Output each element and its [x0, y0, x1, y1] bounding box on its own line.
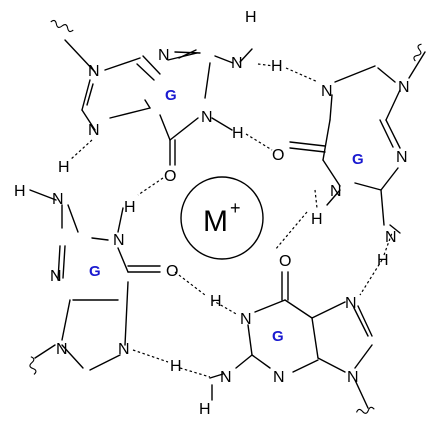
- metal-ion-circle: [180, 176, 264, 260]
- atom-h: H: [245, 9, 257, 26]
- atom-n: N: [220, 369, 232, 386]
- guanine-label: G: [165, 87, 177, 104]
- atom-h: H: [14, 183, 26, 200]
- atom-h: H: [199, 401, 211, 418]
- atom-h: H: [311, 211, 323, 228]
- atom-n: N: [240, 311, 252, 328]
- atom-h: H: [210, 293, 222, 310]
- guanine-label: G: [272, 328, 284, 345]
- atom-o: O: [279, 253, 291, 270]
- atom-n: N: [396, 149, 408, 166]
- atom-n: N: [345, 295, 357, 312]
- atom-n: N: [56, 341, 68, 358]
- atom-n: N: [118, 341, 130, 358]
- atom-h: H: [124, 199, 136, 216]
- atom-h: H: [170, 358, 182, 375]
- atom-h: H: [377, 252, 389, 269]
- guanine-bottom-right: O N H N N N N H H G: [170, 253, 375, 418]
- atom-o: O: [166, 263, 178, 280]
- atom-o: O: [164, 168, 176, 185]
- metal-ion-charge: +: [230, 198, 241, 218]
- atom-n: N: [52, 191, 64, 208]
- atom-n: N: [50, 268, 62, 285]
- hydrogen-bonds: [69, 63, 393, 378]
- guanine-label: G: [89, 263, 101, 280]
- atom-n: N: [385, 229, 397, 246]
- atom-n: N: [330, 183, 342, 200]
- atom-n: N: [158, 47, 170, 64]
- guanine-label: G: [352, 151, 364, 168]
- atom-n: N: [231, 55, 243, 72]
- atom-o: O: [272, 147, 284, 164]
- guanine-top-left: N N N H N H N O G: [50, 9, 257, 185]
- atom-n: N: [347, 369, 359, 386]
- guanine-top-right: N N N N O H H N H G: [271, 43, 426, 269]
- atom-h: H: [271, 58, 283, 75]
- metal-ion: M +: [180, 176, 264, 260]
- atom-n: N: [273, 369, 285, 386]
- atom-n: N: [88, 122, 100, 139]
- atom-h: H: [232, 125, 244, 142]
- atom-n: N: [88, 63, 100, 80]
- atom-n: N: [113, 232, 125, 249]
- atom-n: N: [398, 79, 410, 96]
- atom-h: H: [58, 159, 70, 176]
- metal-ion-symbol: M: [203, 205, 228, 238]
- guanine-bottom-left: N H H N H N O N N G: [14, 159, 178, 375]
- atom-n: N: [201, 109, 213, 126]
- atom-n: N: [321, 83, 333, 100]
